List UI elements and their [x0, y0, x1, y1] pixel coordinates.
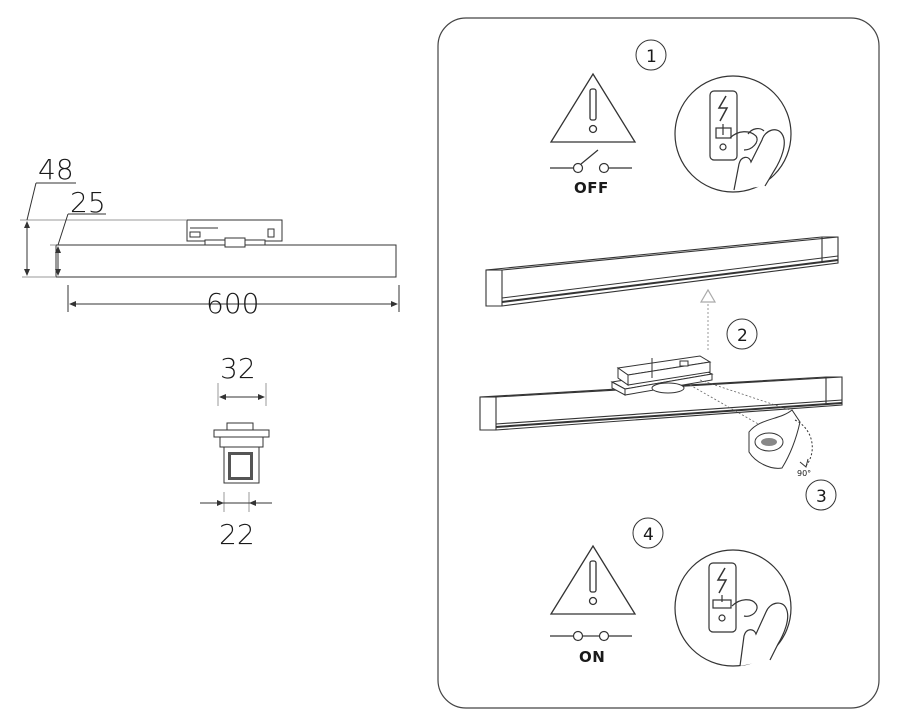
- side-view-drawing: [20, 182, 400, 312]
- switch-on-icon: [550, 630, 632, 642]
- switch-off-icon: [550, 149, 632, 174]
- rotate-detail-icon: [748, 409, 813, 469]
- label-off: OFF: [574, 179, 609, 197]
- arrow-up-icon: [699, 288, 717, 350]
- dim-label-48: 48: [38, 153, 74, 186]
- step-3-number: 3: [816, 487, 827, 507]
- step-4-number: 4: [643, 525, 654, 545]
- dim-label-25: 25: [70, 186, 106, 219]
- hand-press-icon: [674, 549, 792, 667]
- step-1-badge: [635, 39, 667, 71]
- step-2-badge: [726, 318, 758, 350]
- step-3-badge: [805, 479, 837, 511]
- angle-label: 90°: [797, 469, 811, 478]
- dim-label-600: 600: [206, 287, 259, 320]
- adapter-end-view: [200, 383, 272, 512]
- step-1-number: 1: [646, 47, 657, 67]
- track-adapter-iso: [610, 355, 714, 396]
- label-on: ON: [579, 648, 605, 666]
- step-4-badge: [632, 517, 664, 549]
- fixture-body: [55, 244, 397, 278]
- hand-press-icon: [674, 75, 792, 193]
- warning-triangle-icon: [549, 544, 637, 615]
- zoom-detail-lines: [689, 379, 791, 426]
- dim-label-22: 22: [219, 518, 255, 551]
- dim-label-32: 32: [220, 352, 256, 385]
- step-2-number: 2: [737, 326, 748, 346]
- fixture-upper: [485, 236, 839, 307]
- fixture-lower: [479, 376, 843, 431]
- warning-triangle-icon: [549, 72, 637, 143]
